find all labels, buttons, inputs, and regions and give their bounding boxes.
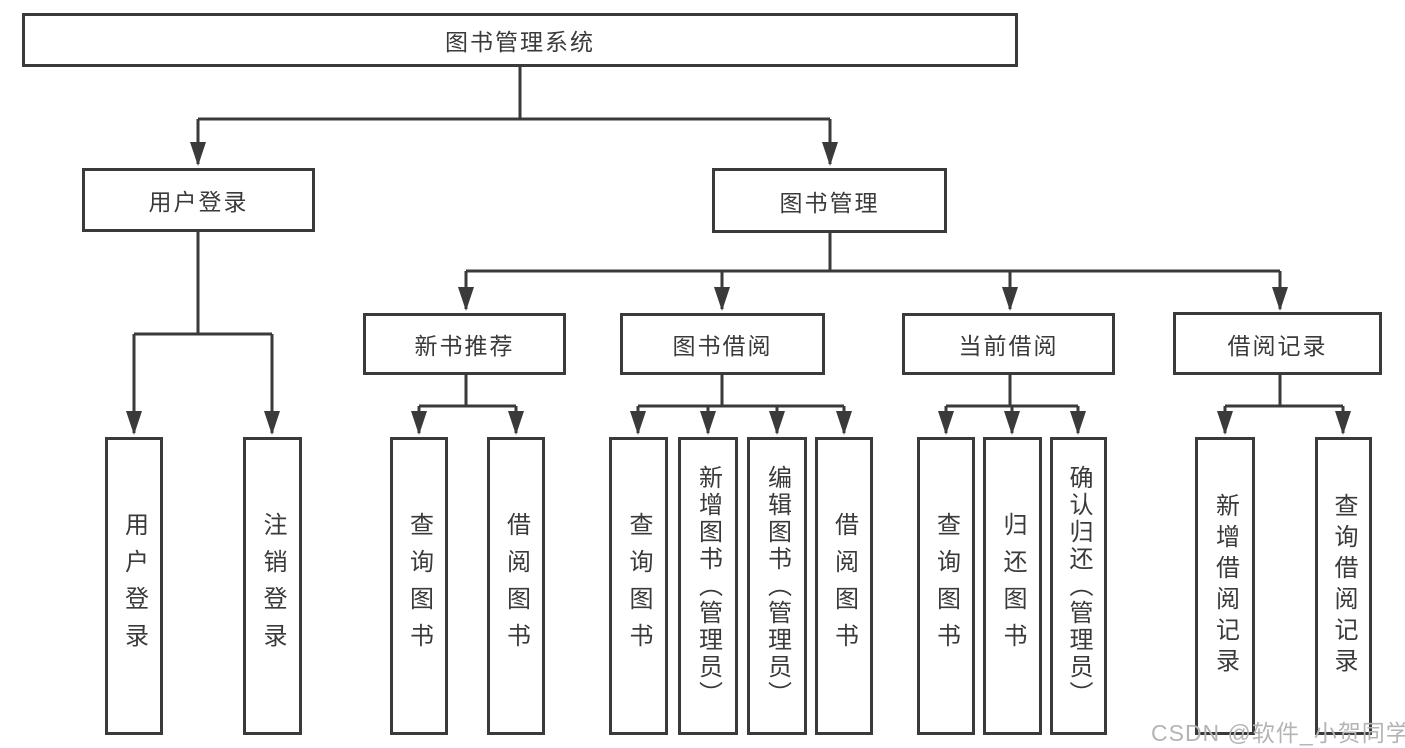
node-label: 查询借阅记录 <box>1330 493 1357 679</box>
node-book-management: 图书管理 <box>712 168 947 233</box>
node-label: 查询图书 <box>932 512 960 660</box>
node-label: 新书推荐 <box>414 333 515 359</box>
node-label: 图书借阅 <box>672 333 773 359</box>
node-library-management-system: 图书管理系统 <box>22 13 1018 67</box>
node-label: 归还图书 <box>999 512 1026 660</box>
leaf-confirm-return-admin: 确认归还（管理员） <box>1050 437 1107 735</box>
leaf-borrow-books-recommend: 借阅图书 <box>487 437 545 735</box>
leaf-add-borrow-record: 新增借阅记录 <box>1195 437 1255 735</box>
leaf-logout: 注销登录 <box>243 437 302 735</box>
leaf-edit-books-admin: 编辑图书（管理员） <box>747 437 807 735</box>
node-label: 查询图书 <box>405 512 433 660</box>
node-label: 编辑图书（管理员） <box>763 464 791 708</box>
node-label: 查询图书 <box>625 512 652 660</box>
node-book-borrow: 图书借阅 <box>620 313 825 375</box>
node-label: 确认归还（管理员） <box>1065 464 1092 708</box>
leaf-user-login: 用户登录 <box>105 437 163 735</box>
node-label: 借阅图书 <box>830 512 858 660</box>
leaf-borrow-books: 借阅图书 <box>815 437 873 735</box>
leaf-query-borrow-record: 查询借阅记录 <box>1315 437 1372 735</box>
node-label: 用户登录 <box>148 189 249 215</box>
leaf-add-books-admin: 新增图书（管理员） <box>678 437 738 735</box>
node-label: 当前借阅 <box>958 333 1059 359</box>
node-label: 新增图书（管理员） <box>694 464 722 708</box>
node-new-book-recommend: 新书推荐 <box>363 313 566 375</box>
node-borrow-record: 借阅记录 <box>1173 312 1382 375</box>
leaf-query-books-current: 查询图书 <box>917 437 975 735</box>
leaf-return-books: 归还图书 <box>983 437 1042 735</box>
node-label: 图书管理 <box>779 189 880 216</box>
node-label: 借阅图书 <box>502 512 530 660</box>
node-label: 用户登录 <box>120 512 148 660</box>
node-label: 新增借阅记录 <box>1211 493 1239 679</box>
leaf-query-books-recommend: 查询图书 <box>390 437 448 735</box>
node-label: 图书管理系统 <box>445 29 595 55</box>
node-current-borrow: 当前借阅 <box>902 313 1115 375</box>
node-label: 借阅记录 <box>1227 332 1328 359</box>
node-label: 注销登录 <box>259 512 286 660</box>
node-user-login: 用户登录 <box>82 168 315 232</box>
csdn-watermark: CSDN @软件_小贺同学 <box>1151 720 1405 746</box>
leaf-query-books-borrow: 查询图书 <box>609 437 668 735</box>
